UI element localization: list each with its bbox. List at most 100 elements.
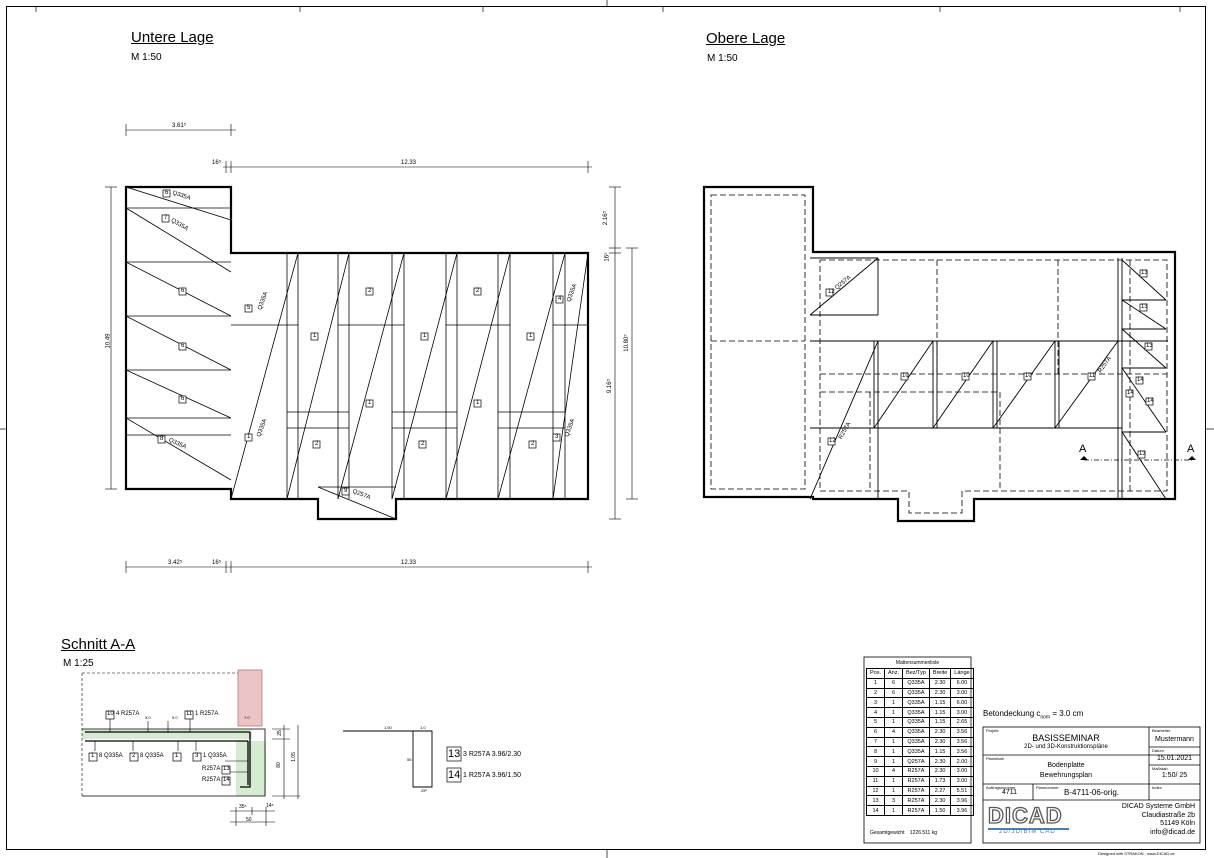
designed-with: Designed with STRAKON - www.DICAD.de [1098,851,1175,856]
table-cell: 2.00 [950,756,974,767]
untere-pos: 9 [344,488,348,494]
table-cell: 6 [865,726,886,738]
bend-dim: 55 [407,757,412,762]
untere-pos: 8 [160,436,164,442]
table-cell: 8 [865,746,886,758]
untere-pos: 2 [531,441,535,447]
table-cell: Q335A [902,677,930,689]
schnitt-pos-text: 4 R257A [116,711,140,717]
table-cell: R257A [902,795,930,807]
dim-right-a: 2.16⁵ [603,210,610,226]
table-cell: 3 [865,697,886,709]
mattenliste-total: Gesamtgewicht 1226.511 kg [866,830,969,836]
table-cell: 14 [865,805,886,816]
untere-pos: 7 [164,215,168,221]
mattenliste-header: Länge [950,668,974,679]
projekt-subtitle: 2D- und 3D-Konstruktionspläne [1024,744,1108,750]
drawing-frame [6,6,1206,850]
untere-pos: 6 [181,288,185,294]
table-cell: 1.15 [928,716,952,728]
obere-pos: 13 [1146,343,1153,349]
table-cell: R257A [902,775,930,787]
schnitt-pos: 3 [195,753,199,759]
planinhalt-label: Planinhalt [986,756,1004,761]
table-cell: 4 [884,726,904,738]
table-cell: 7 [865,736,886,748]
obere-pos: 14 [1147,398,1154,404]
section-mark-right: A [1187,443,1195,455]
table-cell: 3.96 [950,805,974,816]
total-label: Gesamtgewicht [870,829,905,836]
untere-lage-title: Untere Lage [131,29,214,46]
table-cell: 1.73 [928,775,952,787]
table-cell: 5 [865,716,886,728]
table-cell: 11 [865,775,886,787]
mattenliste-title: Mattensummenliste [895,660,940,666]
bend-dim: 25⁵ [421,788,428,793]
obere-pos: 10 [1025,373,1032,379]
schnitt-pos-text: 1 R257A [195,711,219,717]
table-cell: 1.15 [928,707,952,718]
bending-pos-14: 14 [448,769,461,781]
untere-pos: 2 [315,441,319,447]
schnitt-dim: 25 [276,730,283,736]
bearbeiter-label: Bearbeiter [1152,728,1171,733]
section-mark-left: A [1079,443,1087,455]
schnitt-pos-text: 8 Q335A [140,753,164,759]
company-email: info@dicad.de [1150,828,1195,836]
untere-pos: 1 [529,333,533,339]
dicad-logo: DICAD [987,802,1063,828]
obere-pos: 12 [828,289,835,295]
bending-text-13: 3 R257A 3.96/2.30 [463,751,521,758]
schnitt-pos-text: 8 Q335A [99,753,123,759]
untere-pos: 1 [476,400,480,406]
mattenliste-header: Breite [928,668,952,679]
schnitt-pos: 14 [223,777,230,783]
table-cell: 3.96 [950,795,974,807]
untere-pos: 1 [368,400,372,406]
table-cell: Q257A [902,756,930,767]
table-cell: 6.00 [950,697,974,709]
bend-dim: 1.0 [420,725,426,730]
untere-pos: 3 [555,434,559,440]
plannummer-label: Plannummer [1036,785,1059,790]
table-cell: 4 [884,765,904,777]
index-label: Index [1152,785,1162,790]
table-cell: 2.27 [928,785,952,797]
table-cell: 1 [884,805,904,816]
table-cell: 1 [884,756,904,767]
dim-right-b: 16⁵ [604,252,611,262]
total-value: 1226.511 kg [909,829,938,836]
untere-pos: 2 [421,441,425,447]
table-cell: Q335A [902,716,930,728]
obere-pos: 11 [1089,373,1096,379]
table-cell: 2.30 [928,736,952,748]
schnitt-scale: M 1:25 [63,658,94,669]
schnitt-dim: 35⁵ [239,804,247,810]
dim-bottom-a: 3.42⁵ [168,560,183,566]
table-cell: 10 [865,765,886,777]
schnitt-dim: 7.0 [244,715,250,720]
dicad-logo-sub: 2D/3D/BIM CAD [999,829,1056,835]
table-cell: 1.50 [928,805,952,816]
table-cell: 1 [884,707,904,718]
untere-pos: 5 [247,305,251,311]
obere-pos: 13 [1141,270,1148,276]
untere-pos: 1 [247,434,251,440]
table-cell: 3 [884,795,904,807]
betondeckung: Betondeckung cnom = 3.0 cm [983,709,1083,721]
untere-pos: 1 [423,333,427,339]
table-cell: 2.30 [928,677,952,689]
auftrag-label: Auftragsnummer [986,785,1016,790]
untere-pos: 6 [181,396,185,402]
table-cell: 13 [865,795,886,807]
table-cell: 1 [884,736,904,748]
table-cell: 1.15 [928,697,952,709]
